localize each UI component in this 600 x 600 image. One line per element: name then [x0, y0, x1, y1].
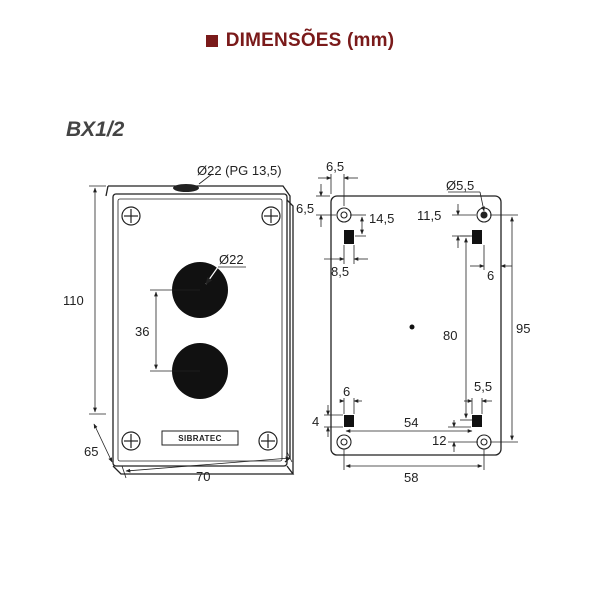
dim-slot-height-bottom: 4 [312, 414, 319, 429]
dim-lines-bottom-right [343, 398, 492, 470]
back-view: 6,5 6,5 14,5 8,5 Ø5,5 11,5 [296, 159, 530, 485]
dim-width-lines [121, 451, 293, 479]
brand-plate [161, 430, 239, 446]
section-header: DIMENSÕES (mm) [0, 30, 600, 52]
center-point-icon [409, 324, 415, 330]
dim-slot-width: 8,5 [331, 264, 349, 279]
dim-hole-spacing-x: 54 [404, 415, 418, 430]
model-code: BX1/2 [66, 118, 125, 141]
dim-height-lines [89, 185, 106, 415]
dim-hole-offset-x: 6,5 [326, 159, 344, 174]
dim-hole-offset-y: 6,5 [296, 201, 314, 216]
slot-icon [344, 230, 482, 427]
dim-width: 70 [196, 469, 210, 484]
front-view: Ø22 (PG 13,5) Ø22 36 SIBRATEC [63, 163, 295, 484]
dim-slot-offset-top: 14,5 [369, 211, 394, 226]
screw-icon [121, 206, 281, 451]
dim-slot-offset-right: 6 [487, 268, 494, 283]
dim-button-spacing-lines [150, 289, 200, 372]
dim-slot-offset-top-right: 11,5 [417, 208, 441, 223]
cable-entry [173, 173, 213, 192]
dim-slot-width-bottom: 6 [343, 384, 350, 399]
section-header-inner: DIMENSÕES (mm) [205, 30, 395, 52]
dim-lines-top-left [316, 174, 368, 264]
dim-depth-lines [93, 423, 113, 463]
section-title: DIMENSÕES (mm) [225, 30, 395, 51]
dim-slot-width-bottom-right: 5,5 [474, 379, 492, 394]
back-plate [330, 195, 502, 456]
dim-line [205, 266, 219, 285]
dim-slot-offset-bottom-right: 12 [432, 433, 446, 448]
brand-plate-label: SIBRATEC [178, 434, 222, 443]
dim-cable-entry: Ø22 (PG 13,5) [197, 163, 282, 178]
dim-lines-bottom-left [324, 398, 362, 437]
dim-mount-hole: Ø5,5 [446, 178, 474, 193]
dim-lines-top-right [452, 204, 518, 443]
dim-inner-height: 80 [443, 328, 457, 343]
header-bullet-icon [205, 35, 218, 47]
dim-button-diameter: Ø22 [219, 252, 244, 267]
mount-hole-marker-icon [481, 212, 487, 218]
dim-height: 110 [63, 293, 84, 308]
dim-button-spacing: 36 [135, 324, 149, 339]
dim-depth: 65 [84, 444, 98, 459]
dim-outer-width: 58 [404, 470, 418, 485]
dim-line [479, 191, 485, 212]
dim-outer-height: 95 [516, 321, 530, 336]
